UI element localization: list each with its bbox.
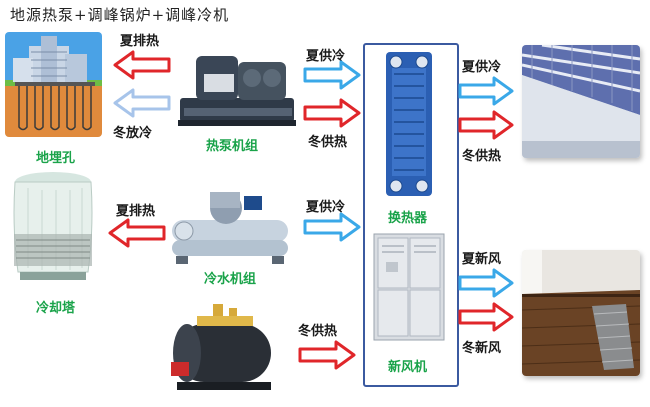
fresh-air-unit-label: 新风机	[388, 360, 428, 375]
summer-exhaust-heat-arrow-2	[108, 218, 166, 248]
heat-pump-label: 热泵机组	[206, 139, 259, 154]
heat-pump-picture	[176, 48, 298, 130]
summer-exhaust-heat-label-1: 夏排热	[120, 34, 160, 49]
summer-supply-cold-out-label: 夏供冷	[462, 60, 502, 75]
borehole-label: 地埋孔	[36, 151, 76, 166]
summer-fresh-air-arrow	[458, 268, 514, 298]
cooling-tower-picture	[8, 168, 98, 286]
summer-supply-cold-label-1: 夏供冷	[306, 49, 346, 64]
winter-release-cold-label: 冬放冷	[113, 126, 153, 141]
diagram-title: 地源热泵+调峰锅炉+调峰冷机	[10, 6, 230, 24]
summer-fresh-air-label: 夏新风	[462, 252, 502, 267]
winter-supply-heat-label-1: 冬供热	[308, 135, 348, 150]
fresh-air-unit-picture	[372, 232, 446, 344]
heat-exchanger-label: 换热器	[388, 211, 428, 226]
winter-supply-heat-boiler-label: 冬供热	[298, 324, 338, 339]
ceiling-room-picture	[522, 45, 640, 158]
summer-supply-cold-out-arrow	[458, 76, 514, 106]
winter-fresh-air-label: 冬新风	[462, 341, 502, 356]
summer-supply-cold-arrow-1	[303, 60, 361, 90]
chiller-label: 冷水机组	[204, 272, 257, 287]
winter-supply-heat-out-arrow	[458, 110, 514, 140]
summer-supply-cold-arrow-2	[303, 212, 361, 242]
summer-supply-cold-label-2: 夏供冷	[306, 200, 346, 215]
winter-supply-heat-out-label: 冬供热	[462, 149, 502, 164]
summer-exhaust-heat-label-2: 夏排热	[116, 204, 156, 219]
summer-exhaust-heat-arrow-1	[113, 50, 171, 80]
heat-exchanger-picture	[378, 48, 440, 200]
boiler-picture	[167, 300, 282, 396]
central-equipment-frame	[363, 43, 459, 387]
cooling-tower-label: 冷却塔	[36, 301, 76, 316]
borehole-picture	[5, 32, 102, 137]
winter-supply-heat-boiler-arrow	[298, 340, 356, 370]
winter-supply-heat-arrow-1	[303, 98, 361, 128]
winter-fresh-air-arrow	[458, 302, 514, 332]
chiller-picture	[166, 186, 294, 268]
floor-room-picture	[522, 250, 640, 376]
winter-release-cold-arrow	[113, 88, 171, 118]
